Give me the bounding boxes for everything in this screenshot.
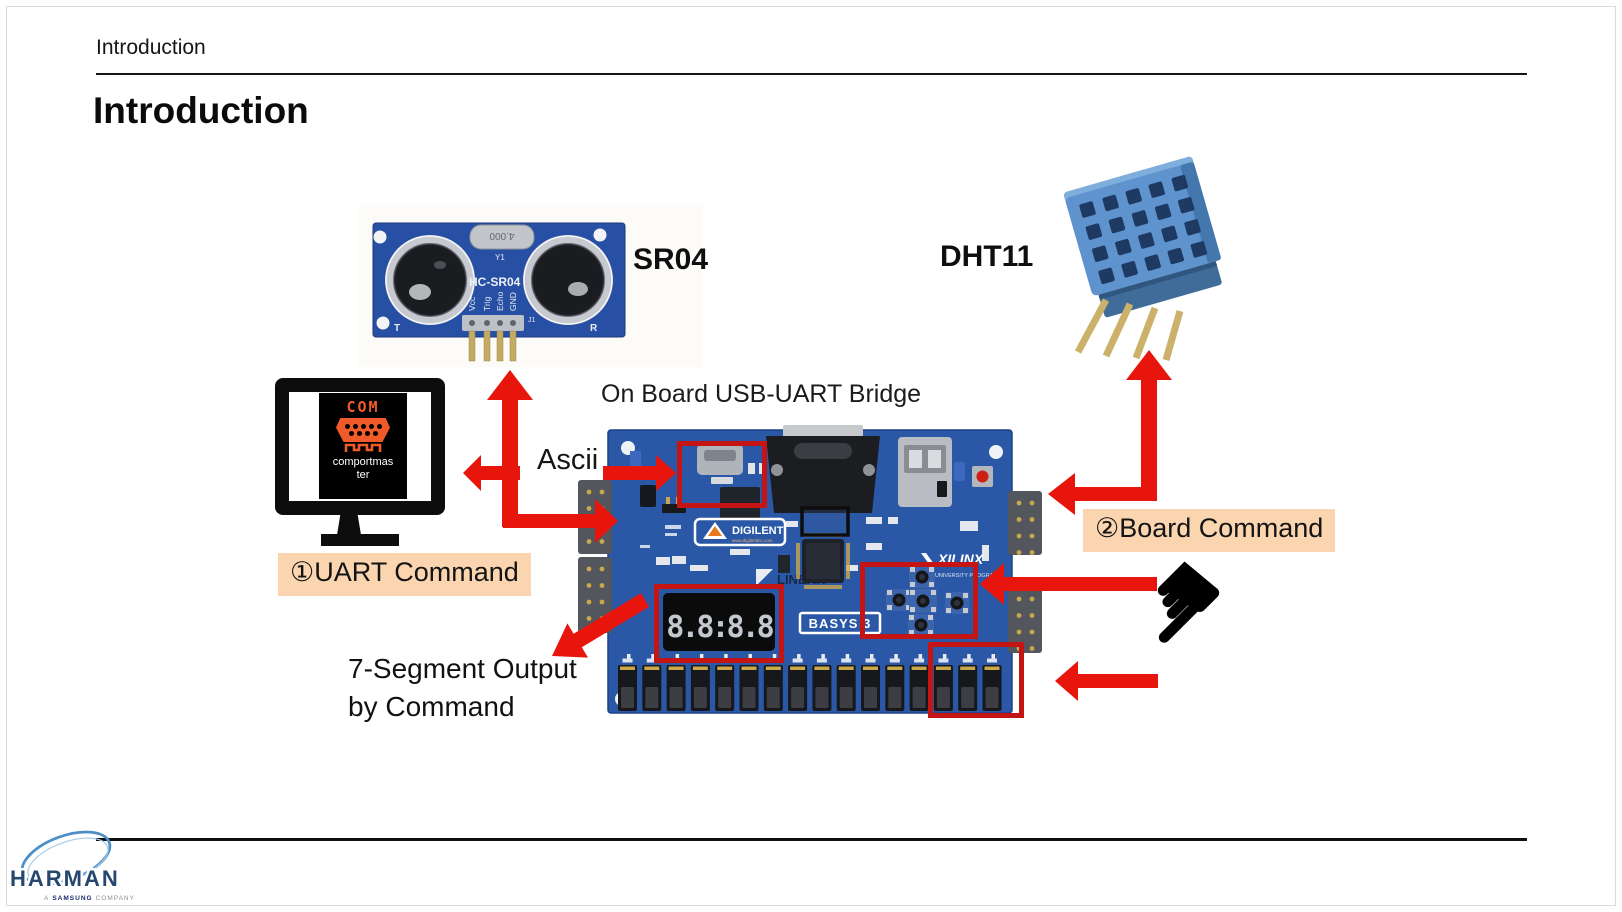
- sr04-crystal: 4.000: [469, 224, 535, 250]
- sr04-transmitter: [385, 235, 475, 325]
- dht11-label: DHT11: [940, 240, 1034, 273]
- monitor-stand-neck: [337, 513, 361, 535]
- pin-label-gnd: GND: [508, 292, 518, 311]
- buttons-annotation-box: [860, 562, 978, 639]
- seven-segment-display: 8.8:8.8: [663, 593, 777, 651]
- dht11-sensor-image: [1063, 156, 1222, 361]
- app-name-line1: comportmas: [332, 456, 394, 468]
- sr04-model-text: HC-SR04: [469, 275, 521, 289]
- pmod-connector: [1008, 587, 1042, 653]
- pin-label-echo: Echo: [495, 291, 505, 311]
- header-ref: J1: [528, 317, 536, 324]
- pin-label-trig: Trig: [482, 296, 492, 311]
- basys3-product-text: BASYS 3: [809, 616, 872, 631]
- seven-segment-caption-line2: by Command: [348, 691, 515, 722]
- monitor-stand-base: [321, 534, 399, 546]
- arrow-seven-segment-output: [552, 593, 650, 658]
- crystal-value: 4.000: [489, 230, 514, 241]
- silkscreen-components: [640, 517, 989, 573]
- usb-uart-bridge-caption: On Board USB-UART Bridge: [601, 380, 922, 408]
- vga-connector: [766, 425, 880, 513]
- digilent-url-text: www.digilentinc.com: [732, 538, 773, 543]
- sr04-receiver: [523, 235, 613, 325]
- com-icon-title: COM: [346, 398, 380, 416]
- dht11-grid: [1079, 174, 1208, 285]
- usb-uart-annotation-box: [677, 441, 767, 508]
- reset-button: [972, 466, 993, 487]
- page-title: Introduction: [93, 90, 309, 131]
- board-command-label: ②Board Command: [1083, 509, 1336, 552]
- tagline-samsung: SAMSUNG: [52, 895, 92, 902]
- app-name-line2: ter: [356, 469, 370, 481]
- uart-command-label: ①UART Command: [278, 553, 531, 596]
- xilinx-sub-text: | UNIVERSITY PROGRAM: [932, 573, 998, 579]
- fpga-chip: [796, 533, 850, 589]
- sr04-pins: [468, 330, 517, 362]
- dht11-pins: [1074, 298, 1184, 361]
- digilent-text: DIGILENT: [732, 525, 784, 537]
- header-divider: [96, 73, 1527, 75]
- seven-segment-caption-line1: 7-Segment Output: [348, 653, 577, 684]
- harman-brand-text: HARMAN: [10, 866, 120, 891]
- sr04-sensor-image: 4.000 Y1 HC-SR04 Vcc Trig Echo GND T R J…: [358, 205, 703, 367]
- digilent-logo: DIGILENT www.digilentinc.com: [693, 517, 787, 547]
- app-name: comportmas ter: [333, 456, 394, 482]
- seven-segment-caption: 7-Segment Output by Command: [348, 650, 577, 726]
- tagline-company: COMPANY: [96, 895, 135, 902]
- sr04-pin-header: [462, 315, 524, 331]
- connector-footprint-icon: [344, 443, 382, 452]
- jumper: [954, 462, 965, 481]
- monitor-icon: COM comportmas ter: [275, 378, 445, 515]
- seven-segment-annotation-box: [654, 584, 784, 663]
- switches-annotation-box: [928, 642, 1024, 718]
- db9-connector-icon: [336, 418, 390, 442]
- seven-segment-value: 8.8:8.8: [666, 610, 773, 645]
- switch-row: [618, 658, 1002, 711]
- slide-header: Introduction: [96, 36, 206, 59]
- comport-app-screenshot: COM comportmas ter: [319, 393, 407, 499]
- pmod-connector: [578, 557, 612, 633]
- black-annotation-box: [800, 506, 850, 537]
- basys3-board-image: DIGILENT www.digilentinc.com LINEAR XILI…: [578, 425, 1042, 714]
- dht11-body: [1063, 156, 1222, 318]
- transmit-label: T: [394, 323, 400, 334]
- micro-usb-port: [697, 444, 743, 484]
- tagline-a: A: [44, 895, 49, 902]
- receive-label: R: [590, 323, 598, 334]
- sr04-label: SR04: [633, 243, 709, 276]
- led-row: [627, 654, 995, 661]
- crystal-ref: Y1: [495, 253, 505, 262]
- pmod-connector: [1008, 491, 1042, 555]
- push-buttons: [886, 566, 969, 636]
- pin-label-vcc: Vcc: [467, 296, 477, 311]
- ascii-caption: Ascii: [537, 444, 599, 476]
- footer-divider: [96, 838, 1527, 841]
